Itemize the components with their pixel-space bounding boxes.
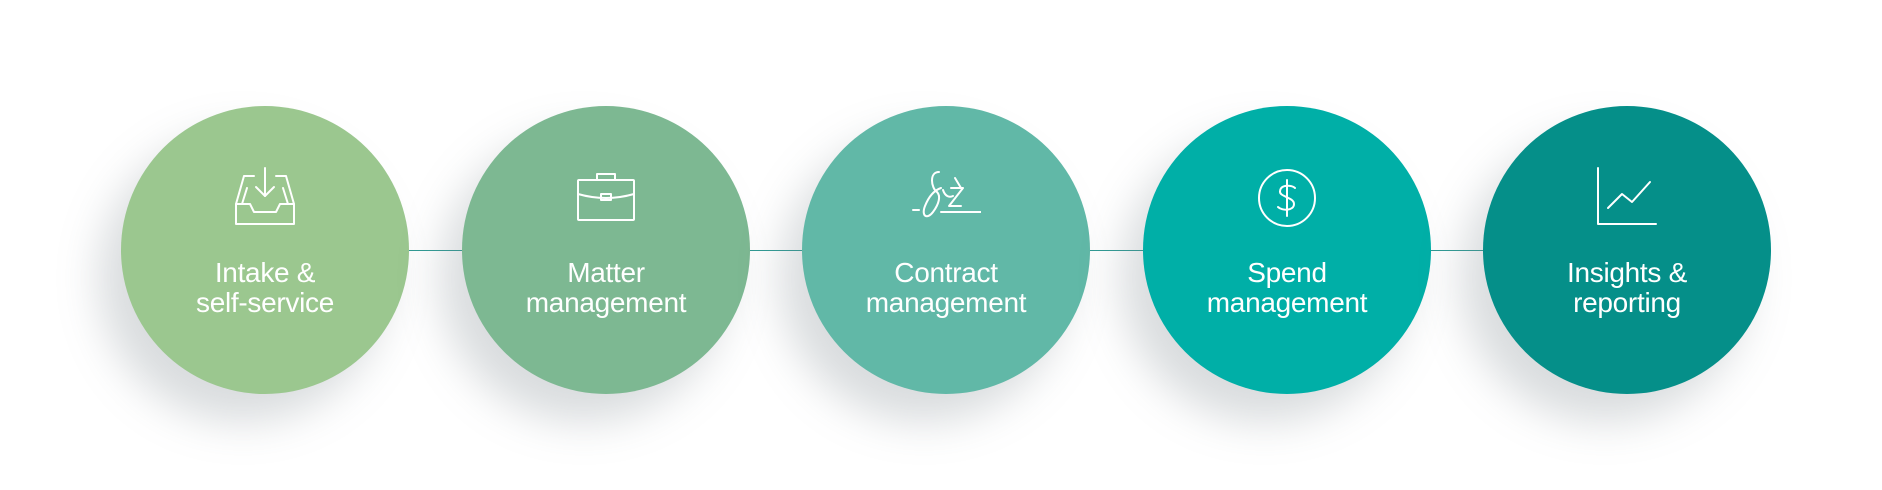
signature-icon [911, 166, 981, 228]
briefcase-icon [571, 166, 641, 228]
step-label-line2: reporting [1573, 287, 1681, 318]
step-label-line1: Contract [894, 257, 998, 288]
step-label-line1: Insights & [1567, 257, 1687, 288]
step-intake-self-service: Intake & self-service [121, 106, 409, 394]
step-label-line1: Spend [1247, 257, 1327, 288]
step-label-line2: management [1206, 287, 1368, 318]
step-label: Insights & reporting [1483, 258, 1771, 318]
inbox-download-icon [230, 166, 300, 228]
connector-line [1431, 250, 1483, 251]
step-label-line2: management [525, 287, 687, 318]
step-label: Intake & self-service [121, 258, 409, 318]
step-label: Contract management [802, 258, 1090, 318]
step-label-line2: management [865, 287, 1027, 318]
step-label: Spend management [1143, 258, 1431, 318]
step-label: Matter management [462, 258, 750, 318]
step-contract-management: Contract management [802, 106, 1090, 394]
step-label-line2: self-service [196, 287, 334, 318]
line-chart-icon [1592, 166, 1662, 228]
connector-line [750, 250, 802, 251]
step-spend-management: Spend management [1143, 106, 1431, 394]
step-label-line1: Matter [567, 257, 645, 288]
connector-line [1090, 250, 1143, 251]
step-label-line1: Intake & [214, 257, 316, 288]
connector-line [409, 250, 462, 251]
dollar-circle-icon [1252, 166, 1322, 228]
step-insights-reporting: Insights & reporting [1483, 106, 1771, 394]
step-matter-management: Matter management [462, 106, 750, 394]
